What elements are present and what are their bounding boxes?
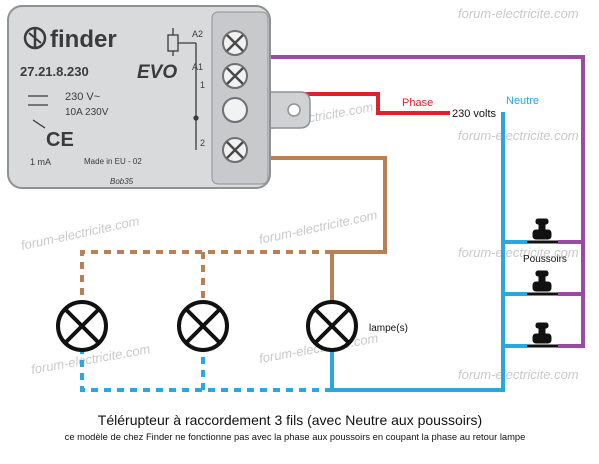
terminal-1-label: 1 <box>200 80 205 90</box>
screw-terminal-icon <box>222 30 248 56</box>
finder-logo-icon <box>23 26 47 50</box>
device-current-label: 1 mA <box>30 157 51 167</box>
relay-schematic-icon <box>28 28 199 150</box>
screw-terminal-icon <box>222 137 248 163</box>
lamps-label: lampe(s) <box>369 323 408 334</box>
ce-mark-icon: CE <box>46 129 74 151</box>
lamp-symbol <box>306 300 358 352</box>
voltage-label: 230 volts <box>452 108 497 120</box>
watermark: forum-electricite.com <box>458 367 579 382</box>
neutral-label: Neutre <box>506 95 539 107</box>
pushbutton-wire <box>268 55 585 348</box>
device-rating-current: 10A 230V <box>65 107 109 118</box>
device-series: EVO <box>137 62 177 83</box>
caption-title: Télérupteur à raccordement 3 fils (avec … <box>98 412 482 428</box>
device-serial: Bob35 <box>110 177 134 186</box>
watermark: forum-electricite.com <box>20 213 141 253</box>
device-rating-voltage: 230 V~ <box>65 91 100 103</box>
terminal-a1-label: A1 <box>192 62 203 72</box>
push-button-symbol <box>527 270 558 296</box>
screw-terminal-icon <box>222 63 248 89</box>
neutral-wire <box>330 112 505 392</box>
lamp-symbol <box>56 300 108 352</box>
device-model: 27.21.8.230 <box>20 64 89 79</box>
neutral-wire-dashed <box>80 352 332 392</box>
watermark: forum-electricite.com <box>458 6 579 21</box>
relay-mounting-hole <box>287 103 301 117</box>
screw-terminal-icon <box>222 97 248 123</box>
push-button-symbol <box>527 322 558 348</box>
terminal-a2-label: A2 <box>192 29 203 39</box>
lamp-return-wire <box>268 156 387 302</box>
lamp-symbol <box>177 300 229 352</box>
watermark: forum-electricite.com <box>458 245 579 260</box>
svg-text:CE: CE <box>46 129 74 151</box>
watermark: forum-electricite.com <box>258 207 379 247</box>
relay-body <box>7 5 271 189</box>
device-brand: finder <box>50 26 117 53</box>
device-made-in: Made in EU - 02 <box>84 157 142 166</box>
watermark: forum-electricite.com <box>458 128 579 143</box>
lamp-return-wire-dashed <box>80 250 332 302</box>
phase-label: Phase <box>402 97 433 109</box>
caption-note: ce modèle de chez Finder ne fonctionne p… <box>65 431 526 442</box>
push-buttons-label: Poussoirs <box>523 254 567 265</box>
finder-relay: finder 27.21.8.230 EVO 230 V~ 10A 230V 1… <box>7 5 311 189</box>
terminal-2-label: 2 <box>200 138 205 148</box>
push-button-symbol <box>527 218 558 244</box>
